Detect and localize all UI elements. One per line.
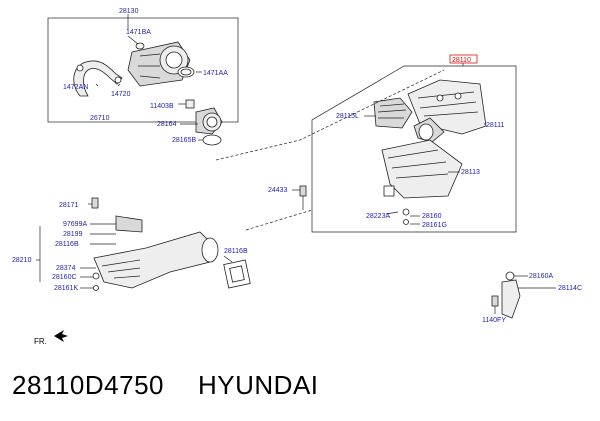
highlight-box-28110 [449, 54, 478, 64]
air-cleaner-body [381, 139, 463, 225]
label-28160C: 28160C [52, 274, 77, 281]
label-28164: 28164 [157, 121, 177, 128]
label-24433: 24433 [268, 187, 288, 194]
label-14720: 14720 [111, 91, 131, 98]
label-28223A: 28223A [366, 213, 390, 220]
label-28115L: 28115L [336, 113, 359, 120]
label-1471BA: 1471BA [126, 29, 151, 36]
label-28130: 28130 [119, 8, 139, 15]
label-28199: 28199 [63, 231, 83, 238]
label-28165B: 28165B [172, 137, 196, 144]
label-28210: 28210 [12, 257, 32, 264]
label-28160: 28160 [422, 213, 442, 220]
caption: 28110D4750 HYUNDAI [12, 370, 319, 401]
label-28161G: 28161G [422, 222, 447, 229]
label-28160A: 28160A [529, 273, 553, 280]
air-filter-element [373, 97, 413, 129]
front-label: FR. [34, 337, 47, 346]
gasket-28116B [223, 259, 251, 289]
label-28171: 28171 [59, 202, 79, 209]
bracket-28114C [491, 271, 521, 319]
label-28116B-left: 28116B [55, 241, 79, 248]
label-26710: 26710 [90, 115, 110, 122]
label-28113: 28113 [461, 169, 480, 176]
air-duct [93, 215, 219, 289]
label-11403B: 11403B [150, 103, 174, 110]
label-28161K: 28161K [54, 285, 78, 292]
label-28374: 28374 [56, 265, 76, 272]
label-97699A: 97699A [63, 221, 87, 228]
label-1472AN: 1472AN [63, 84, 88, 91]
resonator-group [47, 14, 239, 123]
part-number: 28110D4750 [12, 370, 164, 400]
label-1140FY: 1140FY [482, 317, 506, 324]
front-direction-arrow-icon [54, 330, 68, 342]
label-28114C: 28114C [558, 285, 582, 292]
air-cleaner-cover [407, 79, 487, 143]
bolt-24433 [299, 185, 307, 210]
brand-name: HYUNDAI [198, 370, 319, 400]
label-1471AA: 1471AA [203, 70, 228, 77]
label-28110: 28110 [452, 57, 471, 64]
label-28111: 28111 [486, 122, 505, 129]
label-28116B-right: 28116B [224, 248, 248, 255]
